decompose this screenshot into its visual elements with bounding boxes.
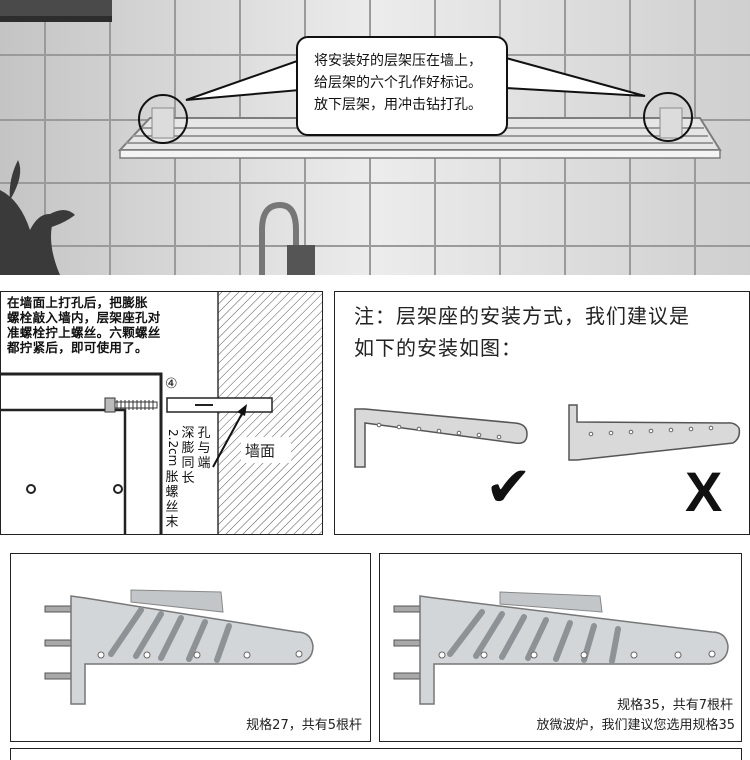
step-number: ④ [165,376,178,392]
spec-27-caption: 规格27，共有5根杆 [246,718,362,733]
note-title-line: 如下的安装如图： [354,336,522,360]
callout-bubble: 将安装好的层架压在墙上， 给层架的六个孔作好标记。 放下层架，用冲击钻打孔。 [296,36,508,136]
note-char: 螺 [165,485,179,500]
spec-35-recommendation: 放微波炉，我们建议您选用规格35 [536,718,735,733]
note-title: 注：层架座的安装方式，我们建议是 如下的安装如图： [354,300,690,364]
depth-note-col2: 深 膨 同 长 [181,426,195,486]
note-char: 长 [181,471,195,486]
note-char: 与 [197,441,211,456]
depth-note-col1: 孔 与 端 [197,426,211,471]
note-char: 同 [181,456,195,471]
next-panel-partial [10,748,742,760]
note-title-line: 注：层架座的安装方式，我们建议是 [354,304,690,328]
step-instructions: 在墙面上打孔后，把膨胀 螺栓敲入墙内，层架座孔对 准螺栓拧上螺丝。六颗螺丝 都拧… [7,295,217,355]
step-line: 在墙面上打孔后，把膨胀 [7,295,148,310]
note-char: 膨 [181,441,195,456]
note-char: 深 [181,426,195,441]
bracket-27-illustration [44,589,314,705]
bracket-orientation-diagram [354,404,741,468]
note-char: 末 [165,515,179,530]
callout-line: 将安装好的层架压在墙上， [314,53,482,69]
note-char: 孔 [197,426,211,441]
depth-note-col3: 2.2cm 胀 螺 丝 末 [165,426,180,530]
spec-35-caption: 规格35，共有7根杆 [617,698,733,713]
check-icon: ✔ [485,455,532,520]
step-line: 螺栓敲入墙内，层架座孔对 [7,310,161,325]
note-char: 丝 [165,500,179,515]
wrong-bracket [568,404,741,461]
note-value: 2.2cm [166,429,180,467]
bracket-35-illustration [393,591,729,705]
note-char: 胀 [165,470,179,485]
install-step-panel: 在墙面上打孔后，把膨胀 螺栓敲入墙内，层架座孔对 准螺栓拧上螺丝。六颗螺丝 都拧… [0,291,323,535]
note-char: 端 [197,456,211,471]
wall-bolt-diagram [1,292,322,534]
callout-line: 放下层架，用冲击钻打孔。 [314,97,482,113]
callout-line: 给层架的六个孔作好标记。 [314,75,482,91]
product-panel-27: 规格27，共有5根杆 [10,553,371,742]
step-line: 准螺栓拧上螺丝。六颗螺丝 [7,325,161,340]
product-panel-35: 规格35，共有7根杆 放微波炉，我们建议您选用规格35 [379,553,742,742]
cross-icon: X [685,460,723,523]
wall-label: 墙面 [245,442,276,460]
install-note-panel: ✔ X [334,291,750,535]
correct-bracket [354,408,528,468]
step-line: 都拧紧后，即可使用了。 [7,340,148,355]
